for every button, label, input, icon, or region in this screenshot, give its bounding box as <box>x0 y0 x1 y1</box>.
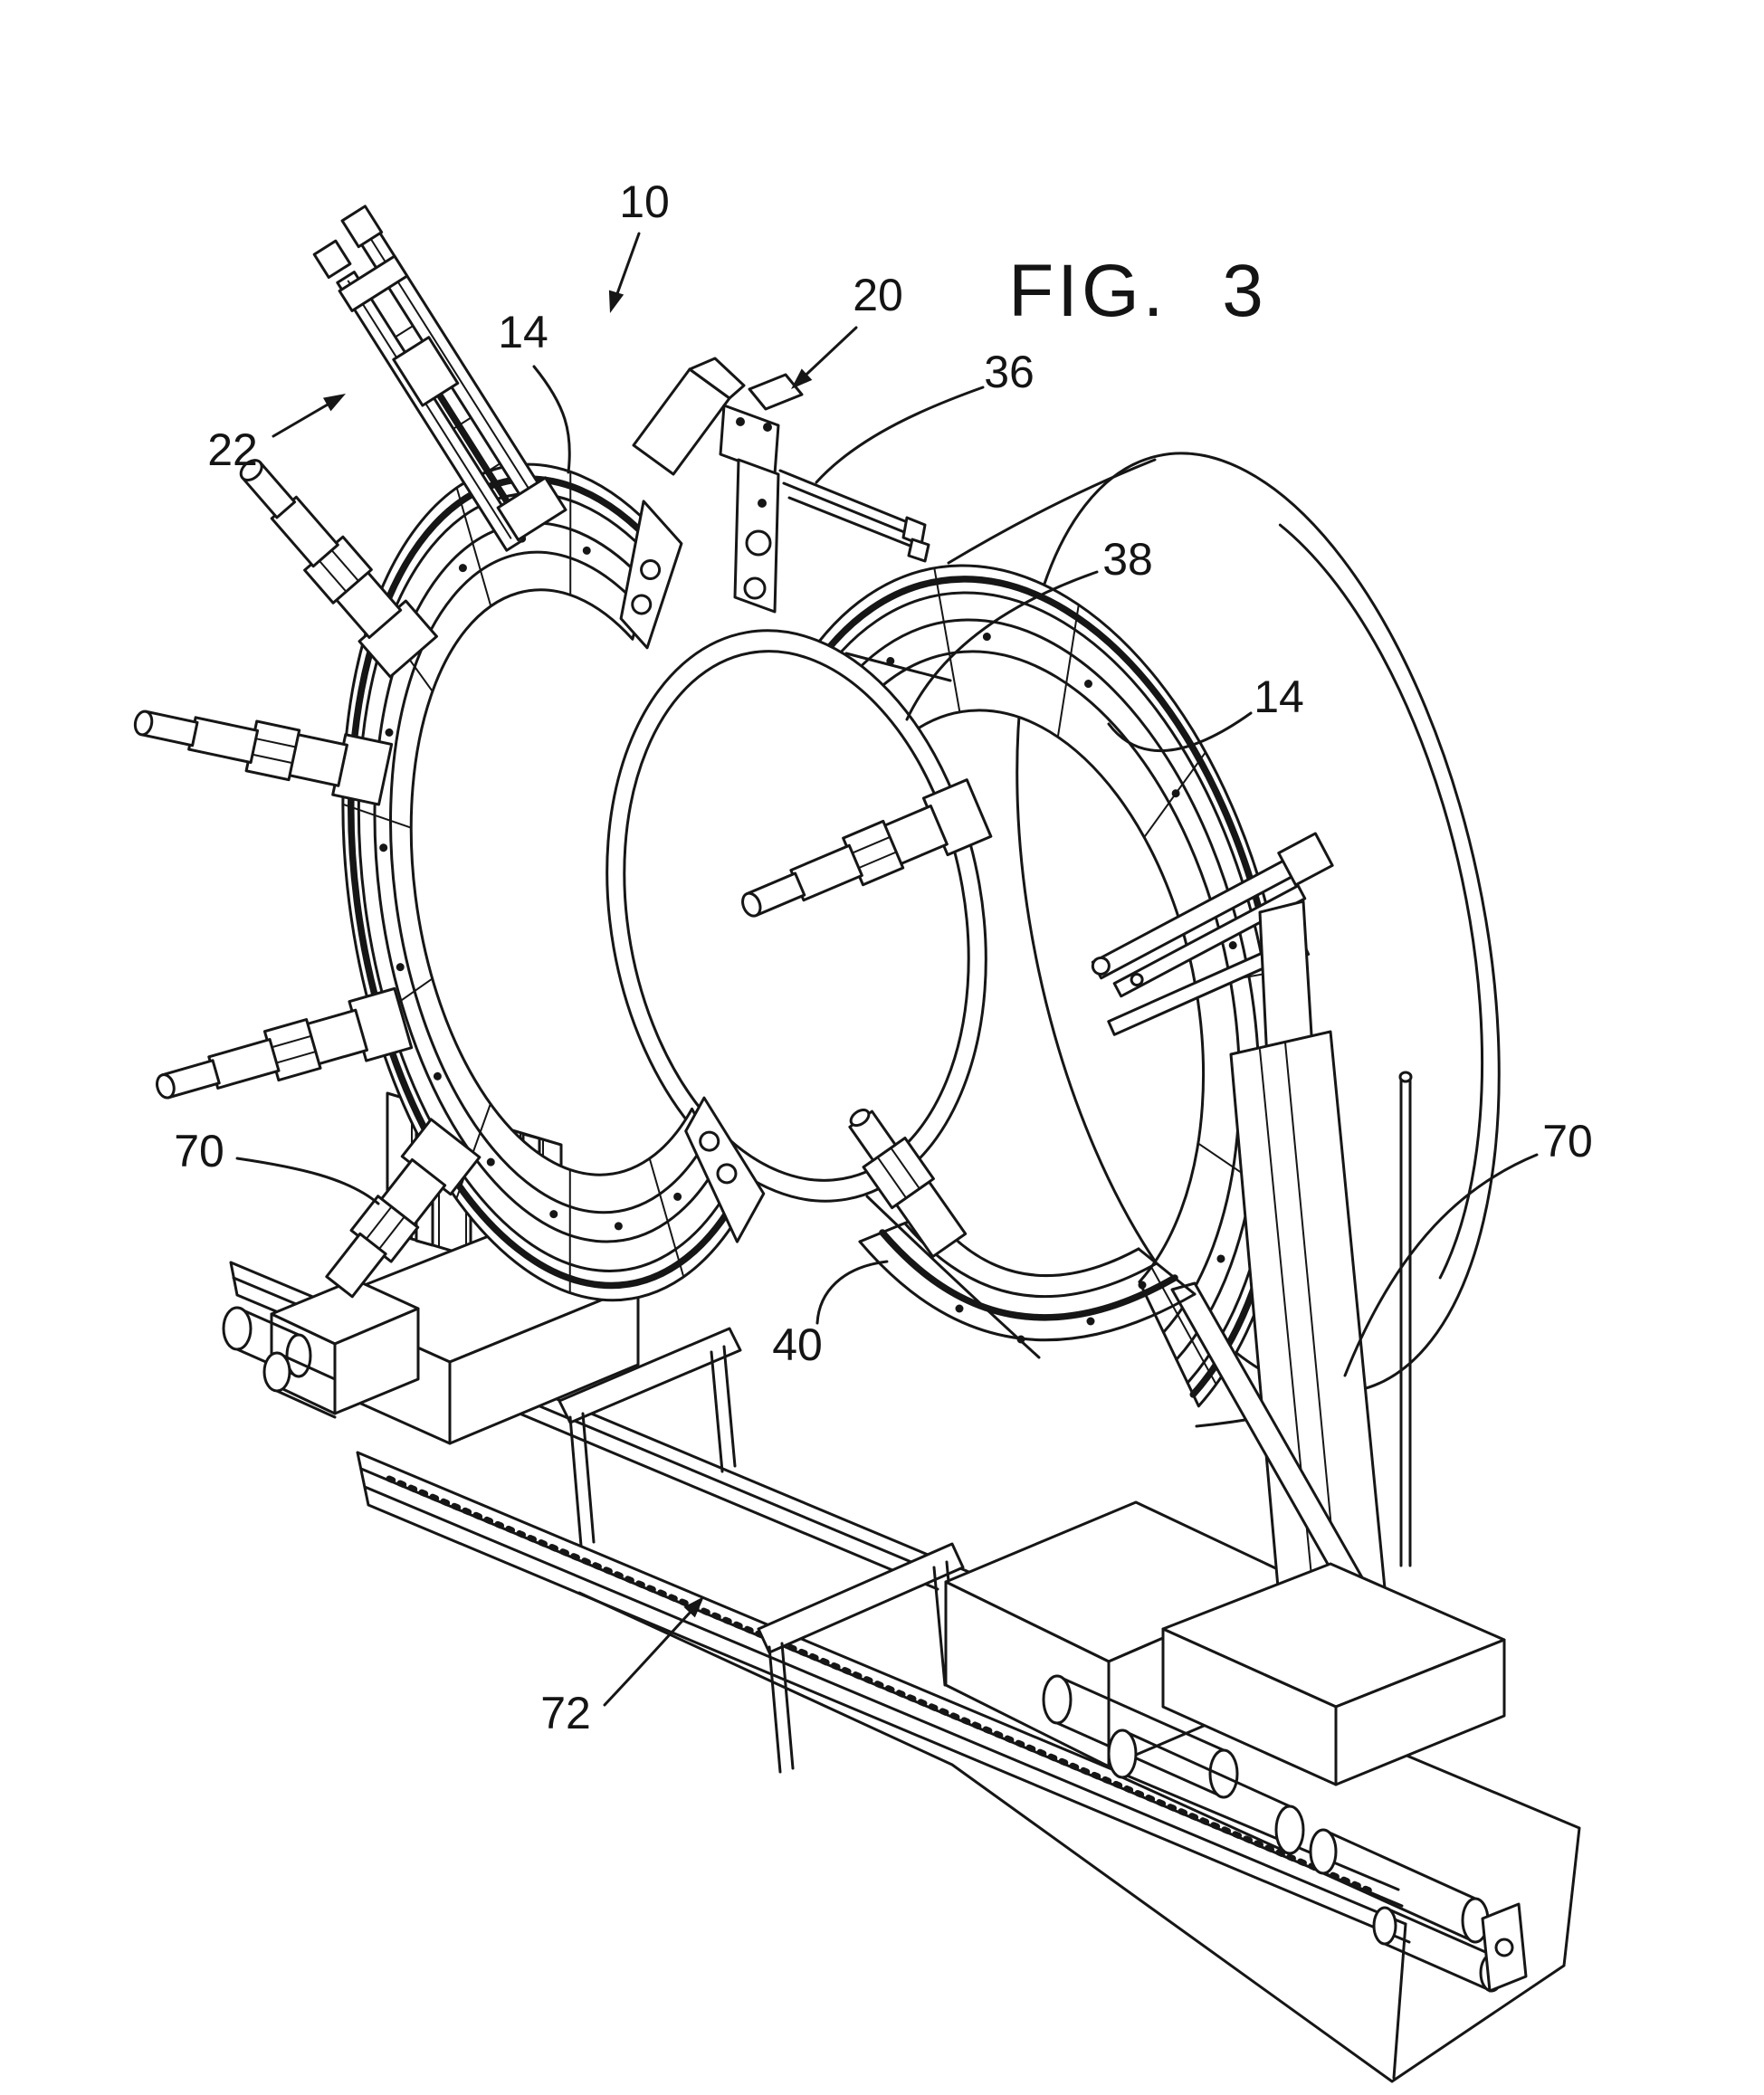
ref-label-14-top: 14 <box>498 307 548 357</box>
support-right-drawing <box>1161 900 1506 1786</box>
front-radial-clamp-left <box>133 709 394 806</box>
front-clamp-ring-drawing <box>341 462 766 1302</box>
ref-label-22: 22 <box>207 424 258 475</box>
front-radial-clamp-lower-left <box>156 986 414 1100</box>
figure-title: FIG. 3 <box>1008 250 1267 332</box>
ref-label-70-right: 70 <box>1542 1116 1593 1167</box>
ref-label-70-left: 70 <box>174 1126 224 1176</box>
lower-ring-segment-drawing <box>848 1109 1197 1344</box>
facing-tool-drawing <box>632 357 930 614</box>
ref-label-14-right: 14 <box>1254 671 1304 722</box>
ref-label-40: 40 <box>772 1319 823 1370</box>
leader-lines <box>235 232 1539 1707</box>
ref-label-38: 38 <box>1102 534 1153 585</box>
ref-label-20: 20 <box>853 270 903 320</box>
front-radial-clamp-bottom <box>325 1118 482 1299</box>
boom-arm-drawing <box>312 205 567 552</box>
ref-label-36: 36 <box>984 347 1035 397</box>
rear-radial-clamp-center <box>741 778 993 918</box>
rear-clamp-arm-upper <box>1091 832 1334 998</box>
front-radial-clamp-upper-left <box>239 459 438 679</box>
ref-label-72: 72 <box>540 1688 591 1738</box>
ref-label-10: 10 <box>619 176 670 227</box>
inner-pipe-drawing <box>605 629 1041 1359</box>
